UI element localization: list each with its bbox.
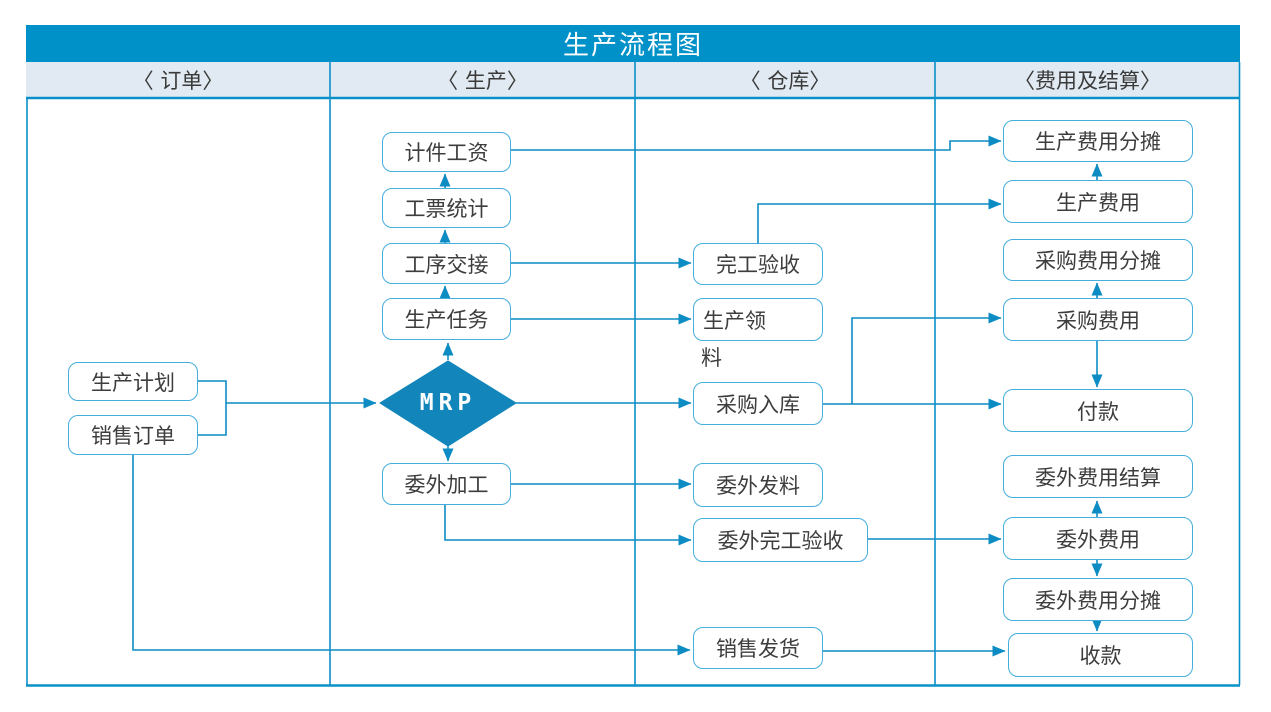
- lane-header-warehouse: 〈 仓库〉: [635, 62, 935, 98]
- lane-header-cost-settlement: 〈费用及结算〉: [935, 62, 1240, 98]
- node-sales-order: 销售订单: [68, 415, 198, 455]
- edge-outsource-to-completion: [444, 505, 692, 546]
- diagram-title: 生产流程图: [26, 25, 1240, 62]
- node-production-plan: 生产计划: [68, 362, 198, 401]
- edge-order-to-junction: [198, 403, 227, 436]
- node-production-task: 生产任务: [382, 298, 511, 340]
- edges: [132, 135, 1103, 657]
- node-production-cost-allocation: 生产费用分摊: [1003, 120, 1193, 162]
- lane-header-orders: 〈 订单〉: [26, 62, 330, 98]
- node-purchase-cost: 采购费用: [1003, 298, 1193, 341]
- node-outsource-cost-settlement: 委外费用结算: [1003, 455, 1193, 498]
- edge-acceptance-to-prod-cost: [757, 198, 1002, 243]
- node-mrp-label: MRP: [419, 390, 477, 416]
- node-work-ticket-stats: 工票统计: [382, 188, 511, 228]
- edge-order-to-delivery: [132, 455, 691, 656]
- node-payment: 付款: [1003, 389, 1193, 432]
- node-outsource-issue: 委外发料: [693, 463, 823, 507]
- node-production-cost: 生产费用: [1003, 180, 1193, 223]
- edge-wage-to-prod-cost-allocation: [511, 135, 1002, 151]
- node-production-picking-overflow: 料: [701, 346, 722, 370]
- swimlane-frame: [26, 62, 1241, 687]
- node-piece-wage: 计件工资: [382, 132, 511, 172]
- node-outsource-processing: 委外加工: [382, 463, 511, 505]
- node-process-handover: 工序交接: [382, 243, 511, 284]
- node-outsource-cost: 委外费用: [1003, 517, 1193, 560]
- node-purchase-cost-allocation: 采购费用分摊: [1003, 239, 1193, 281]
- edge-plan-to-junction: [198, 380, 227, 403]
- node-production-picking: 生产领: [693, 298, 823, 341]
- node-outsource-completion: 委外完工验收: [693, 518, 868, 562]
- edge-inbound-to-purchase-cost: [851, 312, 1002, 404]
- node-purchase-inbound: 采购入库: [693, 382, 823, 425]
- node-outsource-cost-allocation: 委外费用分摊: [1003, 578, 1193, 621]
- node-receipt: 收款: [1008, 633, 1193, 677]
- node-completion-acceptance: 完工验收: [693, 243, 823, 285]
- lane-header-production: 〈 生产〉: [330, 62, 635, 98]
- mrp-diamond: [379, 360, 517, 447]
- node-sales-delivery: 销售发货: [693, 627, 823, 669]
